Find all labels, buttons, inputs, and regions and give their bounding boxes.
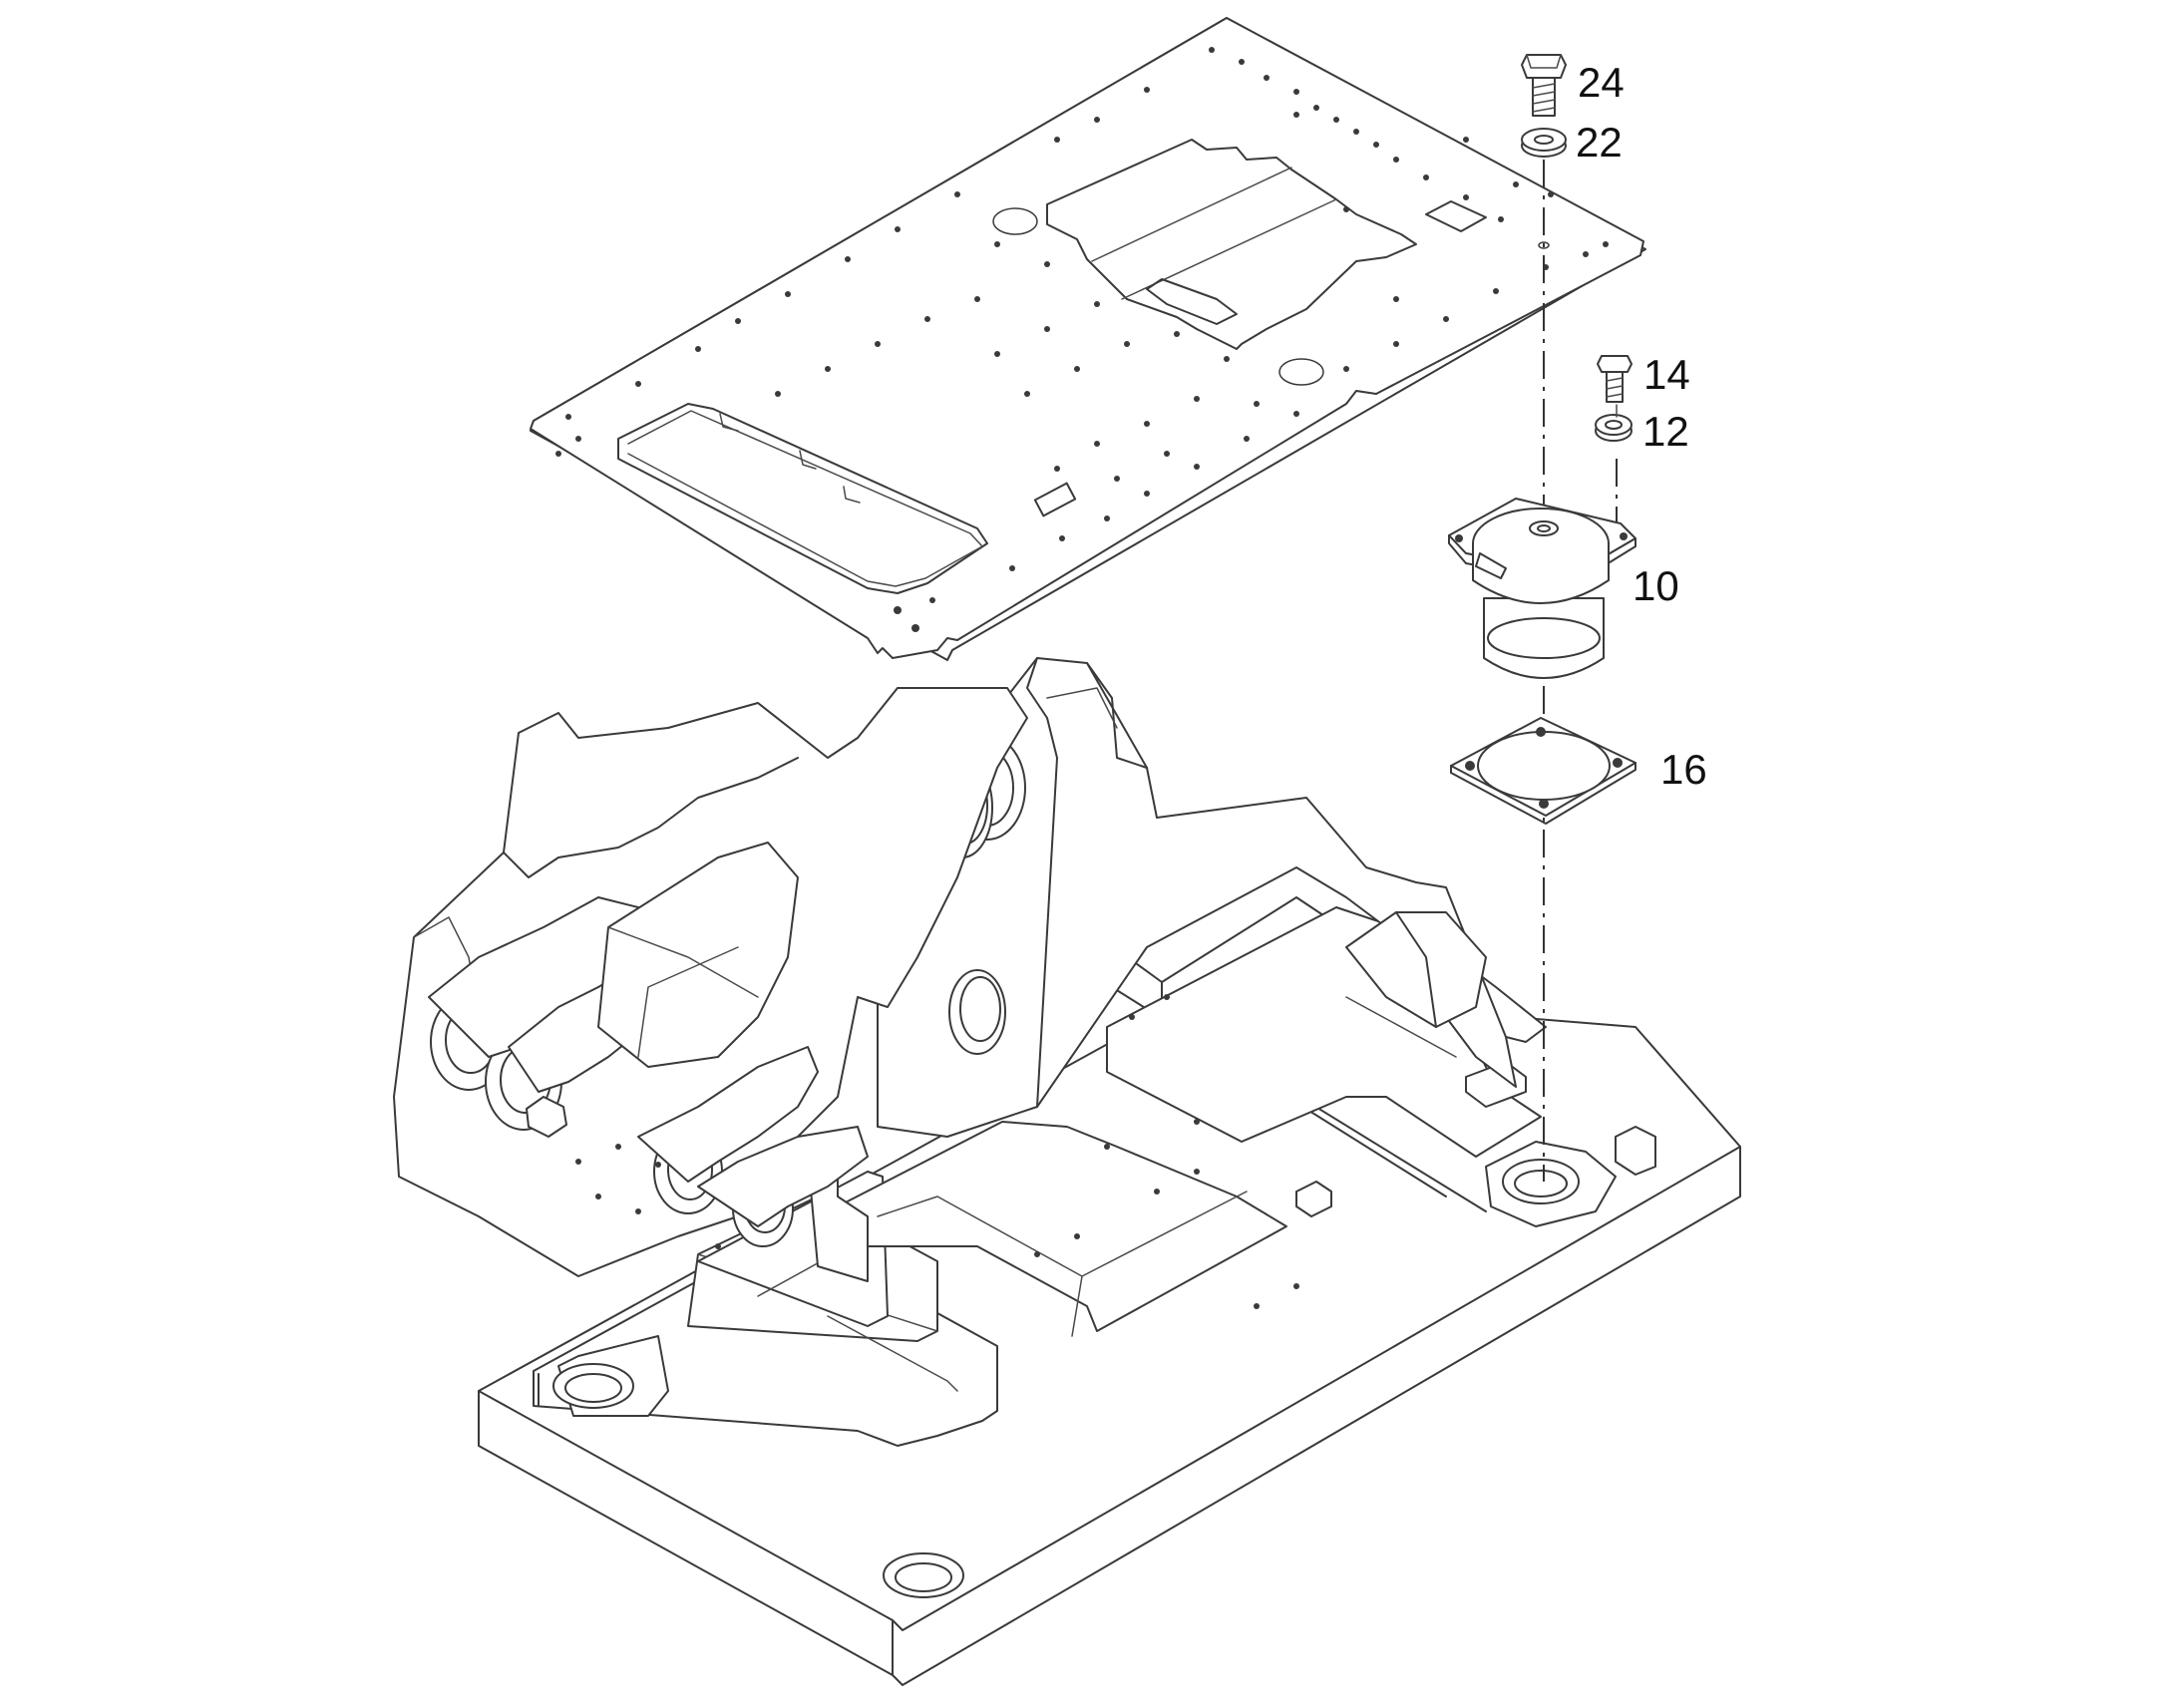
callout-24: 24 [1578,59,1625,106]
washer-upper-icon [1521,128,1567,158]
gasket-plate-icon [1450,717,1636,825]
callout-14: 14 [1643,351,1690,398]
main-frame [393,657,1741,1686]
floor-plate [530,17,1646,661]
callout-12: 12 [1642,408,1689,455]
callout-22: 22 [1576,119,1623,166]
callout-10: 10 [1633,562,1679,609]
isolator-mount-icon [1448,498,1636,679]
washer-lower-icon [1595,414,1633,442]
bolt-lower-icon [1597,355,1633,403]
callout-16: 16 [1660,746,1707,793]
bolt-upper-icon [1521,54,1567,117]
plate-holes [555,47,1609,632]
